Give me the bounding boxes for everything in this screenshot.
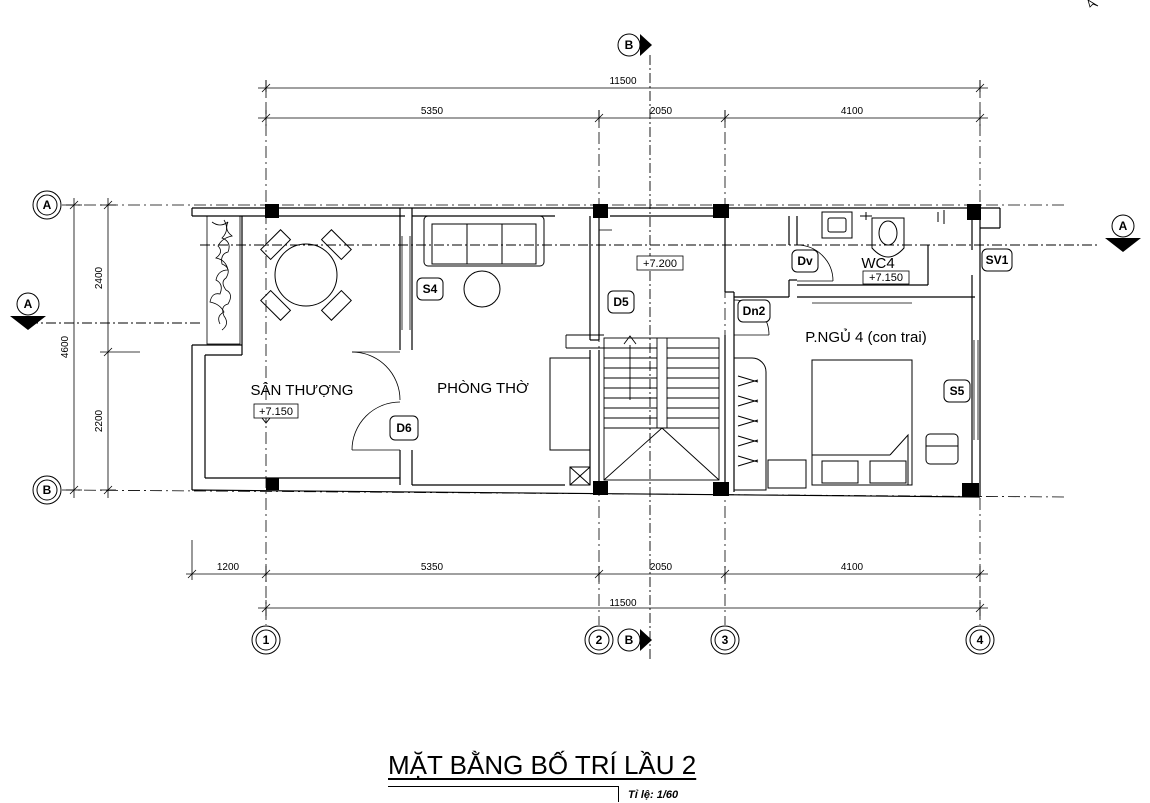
wardrobe bbox=[734, 357, 767, 491]
bottom-dimensions bbox=[186, 540, 988, 616]
axis-bubble-3: 3 bbox=[710, 625, 740, 655]
axis-label-a: A bbox=[43, 198, 52, 212]
level-mark-terrace: +7.150 bbox=[253, 403, 299, 424]
level-mark-wc: +7.150 bbox=[862, 270, 910, 285]
walls bbox=[191, 207, 1001, 498]
dim-bottom-total: 11500 bbox=[609, 598, 637, 609]
section-line-a bbox=[28, 244, 1100, 324]
dim-bottom-seg-3: 2050 bbox=[650, 562, 673, 573]
tag-d5: D5 bbox=[607, 290, 635, 314]
level-mark-hall: +7.200 bbox=[636, 255, 684, 271]
section-marker-b-top: B bbox=[617, 33, 652, 57]
columns bbox=[265, 204, 981, 497]
axis-bubble-b: B bbox=[32, 475, 62, 505]
dim-top-seg-1: 5350 bbox=[421, 106, 444, 117]
section-marker-a-right: A bbox=[1105, 214, 1141, 252]
title-underline bbox=[388, 786, 618, 787]
room-label-bedroom: P.NGỦ 4 (con trai) bbox=[805, 328, 926, 346]
axis-bubble-4: 4 bbox=[965, 625, 995, 655]
dim-left-seg-1: 2400 bbox=[94, 266, 105, 289]
level-text-wc: +7.150 bbox=[869, 272, 903, 284]
sofa bbox=[423, 215, 545, 267]
room-label-altar: PHÒNG THỜ bbox=[437, 380, 529, 397]
door-d6-swing bbox=[351, 351, 401, 451]
section-label-b-bottom: B bbox=[625, 633, 634, 647]
dining-set bbox=[260, 229, 352, 321]
cursor-icon bbox=[1087, 0, 1099, 8]
tag-dn2: Dn2 bbox=[737, 299, 771, 323]
tag-s5: S5 bbox=[943, 379, 971, 403]
staircase bbox=[565, 334, 720, 481]
axis-label-b: B bbox=[43, 483, 52, 497]
tag-s5-text: S5 bbox=[950, 384, 965, 398]
tag-s4-text: S4 bbox=[423, 282, 438, 296]
dim-bottom-seg-2: 5350 bbox=[421, 562, 444, 573]
tag-sv1-text: SV1 bbox=[986, 253, 1009, 267]
tag-d5-text: D5 bbox=[613, 295, 629, 309]
left-dimensions bbox=[66, 198, 140, 498]
tag-d6-text: D6 bbox=[396, 421, 412, 435]
tag-d6: D6 bbox=[389, 415, 419, 441]
tag-dv: Dv bbox=[791, 249, 819, 273]
dim-left-total: 4600 bbox=[60, 335, 71, 358]
section-label-b-top: B bbox=[625, 38, 634, 52]
windows bbox=[401, 236, 979, 440]
top-dimensions bbox=[258, 80, 988, 126]
dim-bottom-seg-1: 1200 bbox=[217, 562, 240, 573]
axis-label-4: 4 bbox=[977, 633, 984, 647]
dim-left-seg-2: 2200 bbox=[94, 409, 105, 432]
section-label-a-left: A bbox=[24, 297, 33, 311]
level-text-hall: +7.200 bbox=[643, 258, 677, 270]
title-tick bbox=[618, 786, 619, 802]
axis-bubble-a: A bbox=[32, 190, 62, 220]
drawing-scale: Tỉ lệ: 1/60 bbox=[628, 789, 679, 801]
axis-bubble-1: 1 bbox=[251, 625, 281, 655]
grid-lines bbox=[61, 80, 1066, 625]
section-marker-b-bottom: B bbox=[617, 628, 652, 652]
dim-top-seg-2: 2050 bbox=[650, 106, 673, 117]
bed bbox=[811, 359, 913, 486]
tag-sv1: SV1 bbox=[981, 248, 1013, 272]
coffee-table bbox=[463, 270, 501, 308]
drawing-title: MẶT BẰNG BỐ TRÍ LẦU 2 bbox=[388, 750, 697, 780]
level-text-terrace: +7.150 bbox=[259, 406, 293, 418]
planter bbox=[206, 215, 241, 345]
section-label-a-right: A bbox=[1119, 219, 1128, 233]
desk-chair bbox=[767, 433, 959, 489]
dim-top-seg-3: 4100 bbox=[841, 106, 864, 117]
axis-label-2: 2 bbox=[596, 633, 603, 647]
axis-label-1: 1 bbox=[263, 633, 270, 647]
axis-label-3: 3 bbox=[722, 633, 729, 647]
tag-dn2-text: Dn2 bbox=[743, 304, 766, 318]
altar-cabinet bbox=[549, 357, 591, 486]
dim-bottom-seg-4: 4100 bbox=[841, 562, 864, 573]
tag-s4: S4 bbox=[416, 277, 444, 301]
tag-dv-text: Dv bbox=[797, 254, 813, 268]
room-label-terrace: SÂN THƯỢNG bbox=[251, 382, 354, 399]
room-label-wc: WC4 bbox=[861, 255, 894, 272]
dim-top-total: 11500 bbox=[609, 76, 637, 87]
axis-bubble-2: 2 bbox=[584, 625, 614, 655]
section-marker-a-left: A bbox=[10, 292, 46, 330]
wc-fixtures bbox=[821, 210, 945, 258]
door-swings bbox=[599, 229, 834, 336]
